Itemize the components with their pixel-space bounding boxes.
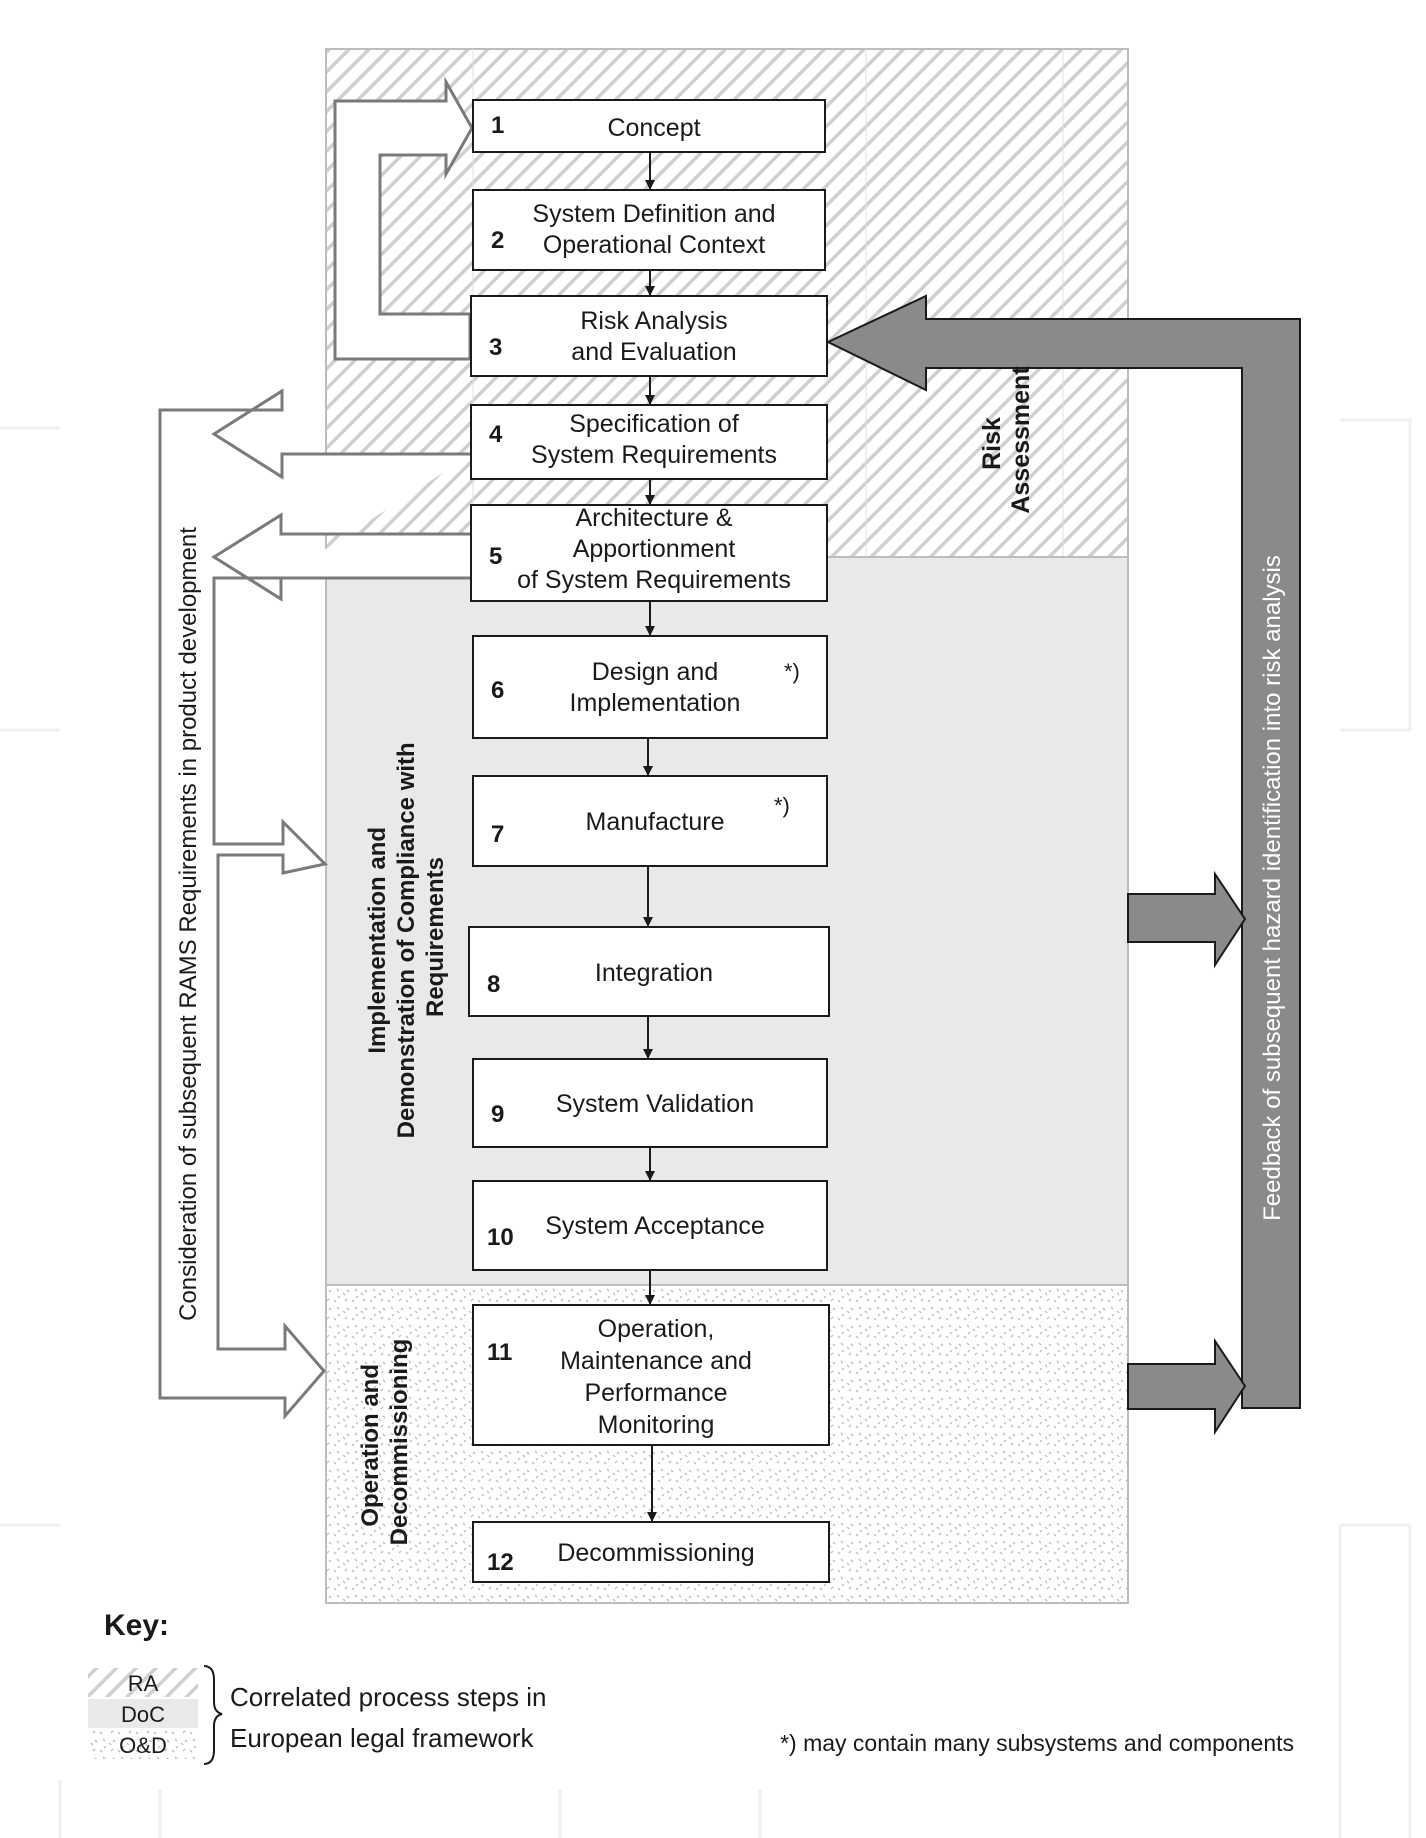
legend-od-swatch (88, 1730, 198, 1759)
right-feedback-arrow (825, 294, 1301, 1436)
step-5: 5 Architecture & Apportionment of System Re… (470, 504, 828, 602)
step-3-label: Risk Analysis (580, 307, 727, 335)
step-10-number: 10 (487, 1224, 514, 1251)
legend-description-line2: European legal framework (230, 1723, 534, 1753)
step-5-box (470, 504, 828, 602)
step-8-number: 8 (487, 971, 500, 998)
hazard-feedback-label: Feedback of subsequent hazard identifica… (1259, 555, 1286, 1221)
process-steps: 1 Concept 2 System Definition andOperationa… (468, 99, 830, 1583)
step-6-note: *) (784, 659, 800, 684)
step-11-label: Performance (584, 1379, 727, 1407)
step-1-box (472, 99, 826, 153)
step-8-label: Integration (595, 959, 713, 987)
step-2-label: System Definition and (532, 200, 775, 228)
legend-od-label: O&D (119, 1733, 167, 1758)
step-3-number: 3 (489, 334, 502, 361)
legend-doc-label: DoC (121, 1702, 165, 1727)
step-12-number: 12 (487, 1549, 514, 1576)
step-5-label: of System Requirements (517, 566, 791, 594)
step-5-label: Architecture & (575, 504, 732, 532)
step-7-box (472, 775, 828, 867)
step-8-box (468, 926, 830, 1017)
step-9-label: System Validation (556, 1090, 754, 1118)
step-7: 7 Manufacture *) (472, 775, 828, 867)
step-5-label: Apportionment (573, 535, 736, 563)
step-8: 8 Integration (468, 926, 830, 1017)
operation-label: Operation and Decommissioning (357, 1339, 413, 1546)
step-4-label: System Requirements (531, 441, 777, 469)
step-6-label: Implementation (570, 689, 741, 717)
legend-ra-label: RA (128, 1671, 159, 1696)
step-1-label: Concept (607, 114, 700, 142)
step-5-number: 5 (489, 543, 502, 570)
step-12-label: Decommissioning (557, 1539, 754, 1567)
step-11: 11 Operation, Maintenance andPerformanceMo… (472, 1304, 830, 1446)
step-6-label: Design and (592, 658, 718, 686)
legend-doc-swatch (88, 1699, 198, 1728)
step-6-number: 6 (491, 677, 504, 704)
step-4: 4 Specification of System Requirements (470, 404, 828, 480)
loop-arrow-3-to-1 (333, 76, 474, 361)
step-3-label: and Evaluation (571, 338, 736, 366)
step-11-label: Monitoring (598, 1411, 715, 1439)
step-11-box (472, 1304, 830, 1446)
step-1: 1 Concept (472, 99, 826, 153)
risk-assessment-label: Risk Assessment (978, 366, 1035, 514)
step-11-label: Operation, (598, 1315, 715, 1343)
legend-ra-swatch (88, 1668, 198, 1697)
step-9: 9 System Validation (472, 1058, 828, 1148)
step-2-label: Operational Context (543, 231, 765, 259)
rams-bracket-arrow (158, 388, 474, 1421)
step-12: 12 Decommissioning (472, 1521, 830, 1583)
step-3-box (470, 295, 828, 377)
rams-consideration-label: Consideration of subsequent RAMS Require… (175, 527, 202, 1321)
legend-description-line1: Correlated process steps in (230, 1682, 546, 1712)
step-10: 10 System Acceptance (472, 1180, 828, 1271)
step-4-label: Specification of (569, 410, 739, 438)
step-7-note: *) (774, 793, 790, 818)
step-7-label: Manufacture (586, 808, 725, 836)
step-4-number: 4 (489, 421, 503, 448)
step-6-box (472, 635, 828, 739)
left-feedback-arrows (158, 76, 474, 1421)
step-2-box (472, 189, 826, 271)
step-10-box (472, 1180, 828, 1271)
legend: Key: RA DoC O&D Correlated process steps… (88, 1609, 546, 1765)
step-11-label: Maintenance and (560, 1347, 752, 1375)
step-1-number: 1 (491, 112, 504, 139)
step-2-number: 2 (491, 227, 504, 254)
step-connectors (643, 152, 657, 1522)
legend-title: Key: (104, 1609, 169, 1642)
step-3: 3 Risk Analysis and Evaluation (470, 295, 828, 377)
step-9-number: 9 (491, 1101, 504, 1128)
watermark (0, 418, 1412, 1838)
implementation-label: Implementation and Demonstration of Comp… (364, 736, 449, 1139)
step-7-number: 7 (491, 821, 504, 848)
step-11-number: 11 (487, 1339, 512, 1366)
legend-brace (203, 1665, 223, 1765)
step-10-label: System Acceptance (545, 1212, 765, 1240)
footnote: *) may contain many subsystems and compo… (780, 1730, 1294, 1756)
step-12-box (472, 1521, 830, 1583)
